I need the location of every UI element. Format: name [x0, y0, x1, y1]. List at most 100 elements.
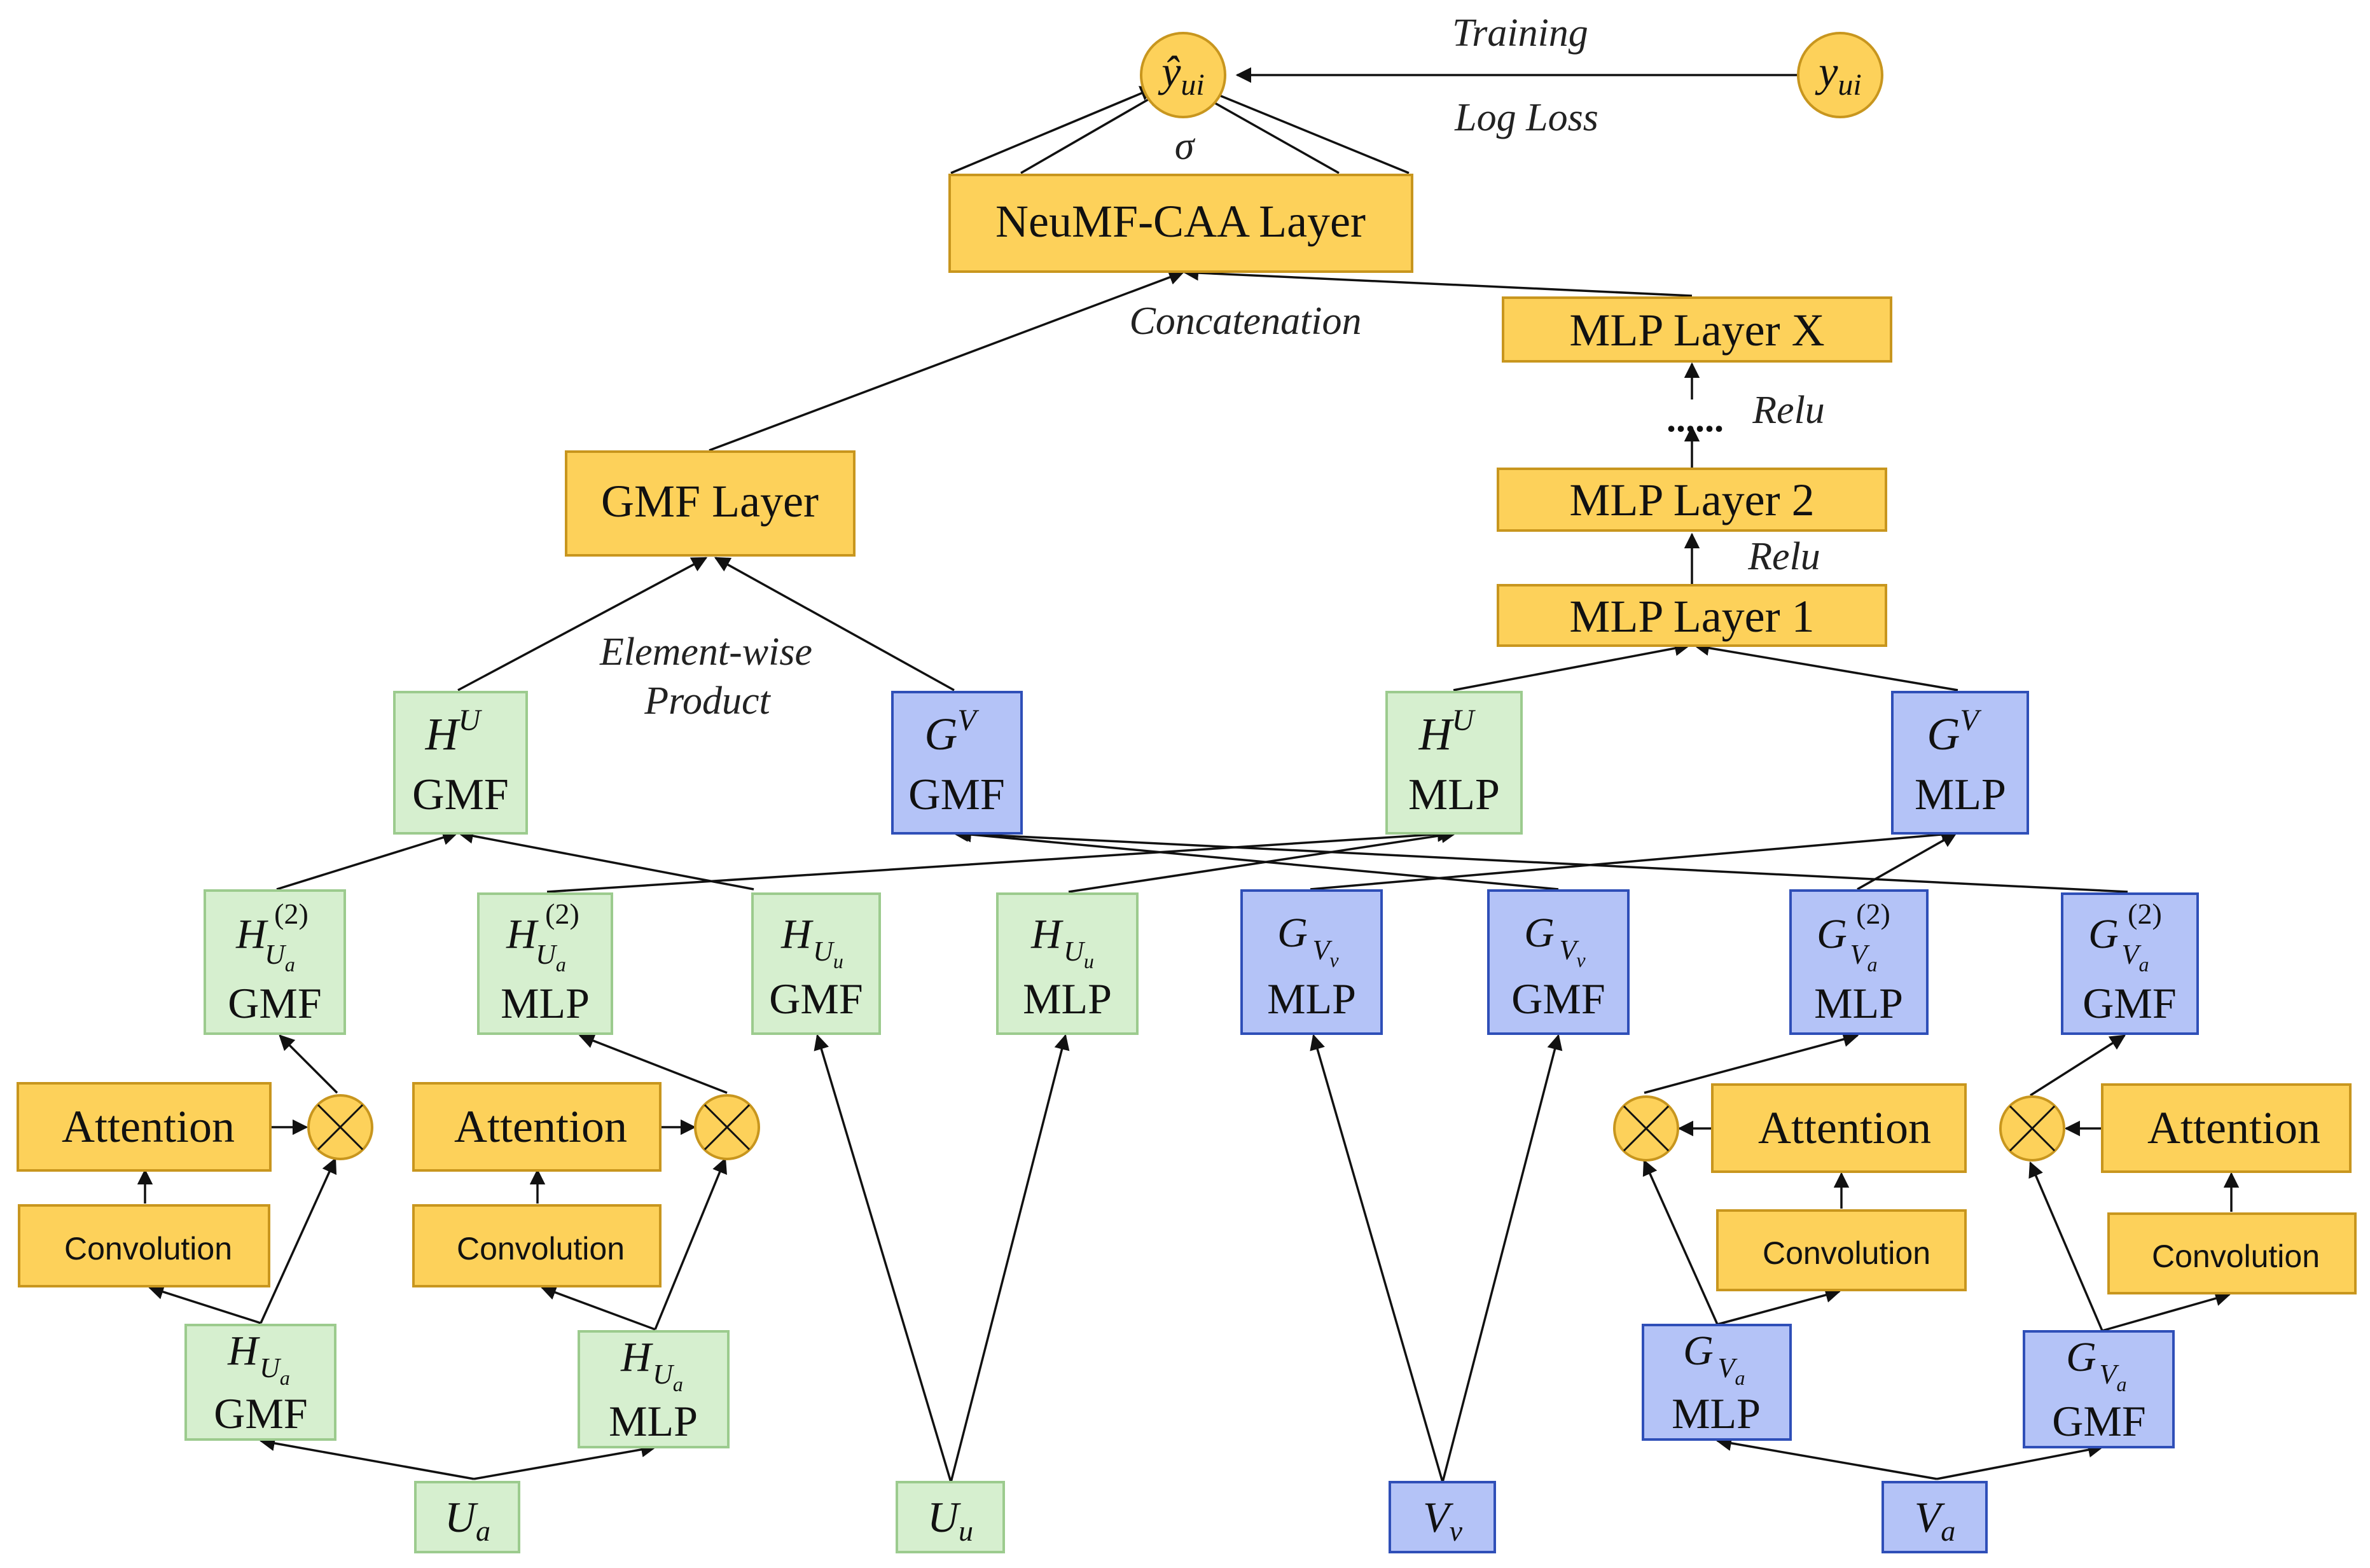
svg-text:MLP Layer 1: MLP Layer 1	[1569, 591, 1814, 642]
edge-gvamlp-ot3	[1642, 1159, 1719, 1325]
svg-text:H: H	[506, 911, 539, 957]
svg-text:Va: Va	[1850, 939, 1878, 976]
svg-text:MLP: MLP	[1408, 770, 1500, 819]
svg-text:Convolution: Convolution	[2152, 1238, 2320, 1274]
otimes-icon-3	[1613, 1095, 1679, 1162]
svg-text:Ua: Ua	[536, 939, 566, 976]
edge-huagmf-ot1	[260, 1157, 337, 1324]
edge-huamlp-ot2	[654, 1157, 727, 1330]
svg-text:GMF: GMF	[228, 979, 321, 1027]
va-input-node: Va	[1881, 1481, 1988, 1553]
svg-text:GMF: GMF	[2082, 979, 2176, 1027]
svg-text:GMF: GMF	[1511, 975, 1605, 1023]
svg-text:G: G	[2066, 1334, 2096, 1380]
svg-text:Va: Va	[1718, 1352, 1745, 1389]
relu-top-label: Relu	[1752, 389, 1825, 432]
neumf-caa-layer: NeuMF-CAA Layer	[948, 174, 1413, 273]
svg-text:MLP: MLP	[609, 1397, 698, 1445]
edge-vv-gvvmlp	[1310, 1034, 1444, 1483]
edge-vv-gvvgmf	[1441, 1034, 1563, 1483]
otimes-icon-2	[694, 1094, 760, 1160]
edge-ot1-hua2gmf	[279, 1034, 338, 1094]
svg-text:HU: HU	[425, 704, 483, 760]
svg-text:(2): (2)	[274, 898, 308, 930]
svg-text:Va: Va	[1915, 1493, 1956, 1547]
edge-gvvgmf-gvgmf	[955, 826, 1559, 891]
svg-text:MLP: MLP	[1672, 1389, 1761, 1438]
edge-gva2gmf-gvgmf	[952, 826, 2128, 893]
mlp-layer-1: MLP Layer 1	[1497, 584, 1887, 647]
gva-mlp-node: G Va MLP	[1642, 1324, 1792, 1441]
svg-text:H: H	[227, 1328, 260, 1374]
otimes-icon-4	[1999, 1095, 2065, 1162]
svg-text:G: G	[1817, 911, 1847, 957]
hua-gmf-node: H Ua GMF	[184, 1324, 336, 1441]
svg-text:MLP: MLP	[1267, 975, 1356, 1023]
convolution-box-3: Convolution	[1716, 1209, 1967, 1291]
edge-humlp-mlp1	[1453, 641, 1691, 691]
hu-gmf-node: HU GMF	[393, 691, 528, 835]
svg-text:Attention: Attention	[62, 1101, 235, 1152]
svg-text:G: G	[1683, 1328, 1714, 1374]
relu-bottom-label: Relu	[1747, 535, 1820, 578]
edge-hua2gmf-hugmf	[276, 829, 459, 891]
svg-text:Attention: Attention	[1758, 1102, 1931, 1153]
convolution-box-1: Convolution	[18, 1204, 270, 1287]
gva-gmf-node: G Va GMF	[2023, 1330, 2175, 1448]
svg-text:Attention: Attention	[454, 1101, 627, 1152]
gva2-gmf-node: G (2) Va GMF	[2061, 892, 2199, 1035]
edge-gmf-neumf	[709, 270, 1185, 452]
svg-text:NeuMF-CAA Layer: NeuMF-CAA Layer	[995, 196, 1366, 247]
edge-neumf-yhat-2	[1020, 91, 1163, 174]
hua-mlp-node: H Ua MLP	[578, 1330, 730, 1448]
edge-gvagmf-conv4	[2102, 1291, 2231, 1332]
edge-gvmlp-mlp1	[1693, 640, 1958, 691]
edge-gvagmf-ot4	[2028, 1161, 2103, 1331]
svg-text:Convolution: Convolution	[457, 1231, 625, 1266]
attention-box-3: Attention	[1711, 1083, 1967, 1173]
yhat-node: ŷui	[1140, 32, 1226, 118]
svg-text:Uu: Uu	[927, 1493, 973, 1547]
svg-text:MLP: MLP	[1814, 979, 1903, 1027]
svg-text:MLP Layer 2: MLP Layer 2	[1569, 475, 1814, 525]
edge-uu-huumlp	[950, 1034, 1070, 1483]
svg-text:GMF: GMF	[214, 1389, 307, 1438]
ua-input-node: Ua	[414, 1481, 520, 1553]
edge-gvvmlp-gvmlp	[1310, 826, 1958, 891]
svg-text:H: H	[620, 1334, 653, 1380]
edge-gva2mlp-gvmlp	[1857, 832, 1958, 891]
gv-gmf-node: GV GMF	[891, 691, 1023, 835]
svg-text:GMF: GMF	[2052, 1397, 2145, 1445]
huu-gmf-node: H Uu GMF	[751, 892, 881, 1035]
svg-text:(2): (2)	[1856, 898, 1890, 930]
convolution-box-2: Convolution	[412, 1204, 662, 1287]
mlp-layer-2: MLP Layer 2	[1497, 468, 1887, 532]
svg-text:HU: HU	[1418, 704, 1476, 760]
svg-text:ŷui: ŷui	[1158, 47, 1205, 102]
hua2-gmf-node: H (2) Ua GMF	[204, 889, 346, 1035]
svg-text:yui: yui	[1815, 47, 1862, 102]
log-loss-label: Log Loss	[1454, 96, 1598, 139]
svg-text:Vv: Vv	[1423, 1493, 1463, 1547]
edge-gvamlp-conv3	[1717, 1287, 1841, 1326]
element-wise-label: Element-wise	[599, 630, 812, 674]
gva2-mlp-node: G (2) Va MLP	[1789, 889, 1929, 1035]
svg-text:G: G	[1524, 910, 1555, 956]
svg-text:Ua: Ua	[265, 939, 295, 976]
svg-text:Vv: Vv	[1559, 934, 1586, 971]
edge-hua2mlp-humlp	[546, 826, 1453, 893]
y-node: yui	[1797, 32, 1883, 118]
svg-text:MLP Layer X: MLP Layer X	[1569, 305, 1824, 356]
attention-box-1: Attention	[17, 1082, 272, 1172]
svg-text:GMF: GMF	[769, 975, 863, 1023]
svg-text:Attention: Attention	[2147, 1102, 2320, 1153]
sigma-label: σ	[1175, 125, 1196, 168]
svg-text:H: H	[1030, 911, 1064, 957]
huu-mlp-node: H Uu MLP	[996, 892, 1139, 1035]
svg-text:Convolution: Convolution	[64, 1231, 232, 1266]
otimes-icon-1	[307, 1094, 373, 1160]
svg-text:(2): (2)	[545, 898, 579, 930]
gvv-mlp-node: G Vv MLP	[1240, 889, 1383, 1035]
mlp-layer-x: MLP Layer X	[1502, 296, 1892, 363]
svg-text:H: H	[780, 911, 814, 957]
